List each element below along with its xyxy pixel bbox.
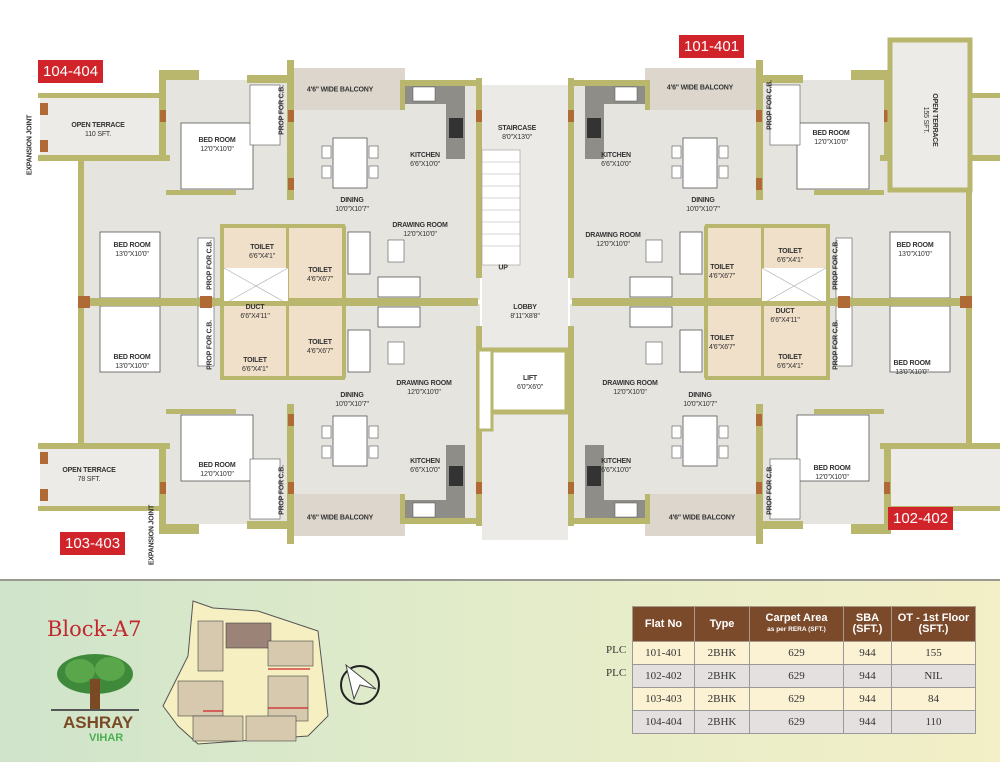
col-sba: SBA(SFT.) — [843, 606, 892, 642]
floor-plan — [37, 37, 1000, 545]
unit-tag-104-404: 104-404 — [38, 60, 104, 83]
block-title: Block-A7 — [47, 617, 142, 641]
unit-tag-103-403: 103-403 — [60, 532, 126, 555]
col-type: Type — [694, 606, 750, 642]
prop-label: PROP FOR C.B. — [278, 465, 286, 515]
prop-label: PROP FOR C.B. — [766, 80, 774, 130]
expansion-joint-label: EXPANSION JOINT — [148, 504, 156, 566]
prop-label: PROP FOR C.B. — [278, 85, 286, 135]
stair-up-label: UP — [498, 264, 508, 272]
col-ot: OT - 1st Floor(SFT.) — [891, 606, 976, 642]
site-plan — [162, 600, 329, 745]
core — [476, 85, 570, 540]
tree-icon — [51, 654, 139, 711]
unit-tag-102-402: 102-402 — [888, 507, 954, 530]
room-balcony: 4'6" WIDE BALCONY — [666, 84, 734, 92]
expansion-joint-label: EXPANSION JOINT — [26, 114, 34, 176]
room-balcony: 4'6" WIDE BALCONY — [668, 514, 736, 522]
prop-label: PROP FOR C.B. — [206, 240, 214, 290]
ashray-vihar-logo: ASHRAY VIHAR — [45, 649, 145, 749]
prop-label: PROP FOR C.B. — [206, 320, 214, 370]
plc-label: PLC — [606, 667, 627, 679]
prop-label: PROP FOR C.B. — [832, 240, 840, 290]
plc-label: PLC — [606, 644, 627, 656]
room-balcony: 4'6" WIDE BALCONY — [306, 514, 374, 522]
prop-label: PROP FOR C.B. — [766, 465, 774, 515]
logo-text-vihar: VIHAR — [89, 732, 124, 744]
prop-label: PROP FOR C.B. — [832, 320, 840, 370]
unit-tag-101-401: 101-401 — [679, 35, 745, 58]
north-compass-icon — [340, 663, 380, 705]
info-panel: Block-A7 ASHRAY VIHAR PLC PLC — [0, 579, 1000, 762]
logo-text-ashray: ASHRAY — [63, 713, 134, 732]
room-balcony: 4'6" WIDE BALCONY — [306, 86, 374, 94]
col-flat-no: Flat No — [632, 606, 695, 642]
